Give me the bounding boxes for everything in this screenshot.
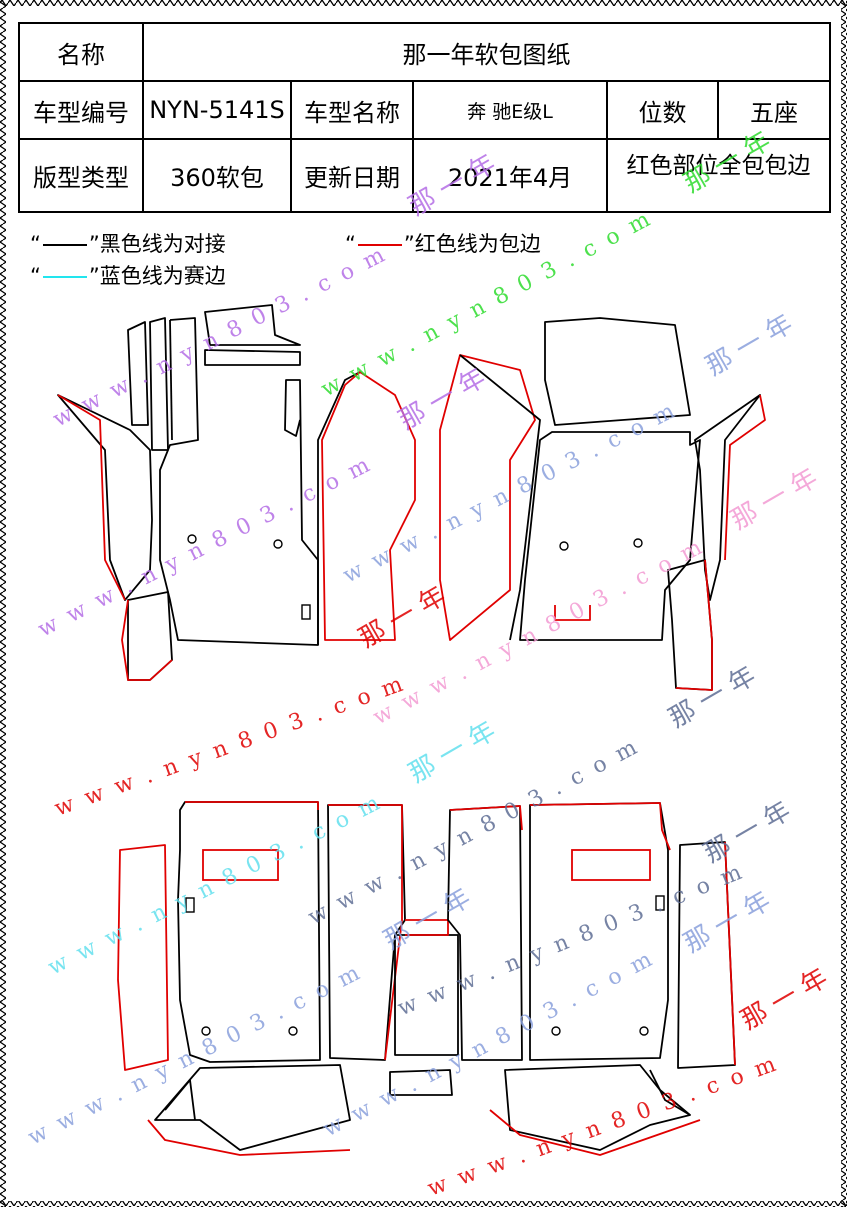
rear-center-left-edge [328, 804, 403, 1061]
rear-center-right-edge [449, 805, 523, 831]
legend-red-label: 红色线为包边 [414, 232, 541, 256]
rear-bottom-left-piece [154, 1064, 351, 1151]
rear-bottom-right-piece [504, 1064, 691, 1151]
close-quote: ” [403, 232, 415, 256]
rear-right-pad [571, 849, 651, 881]
front-left-main-inner [169, 319, 173, 441]
front-left-hole-2 [273, 539, 283, 549]
legend-red: “ ”红色线为包边 [345, 232, 541, 256]
cyan-line-swatch [42, 276, 87, 278]
front-left-side-edge [57, 394, 126, 601]
front-center-right-inner [459, 354, 541, 641]
rear-left-side-piece [117, 844, 169, 1071]
name-label: 名称 [18, 22, 144, 82]
update-value: 2021年4月 [412, 138, 608, 213]
rear-left-hole [201, 1026, 211, 1036]
update-label: 更新日期 [290, 138, 414, 213]
plate-type-label: 版型类型 [18, 138, 144, 213]
front-right-main-mat [519, 431, 701, 641]
rear-bottom-right-inner [649, 1069, 691, 1116]
front-right-slot [554, 605, 591, 621]
front-left-narrow-strip-1 [127, 321, 149, 426]
note-cell: 红色部位全包包边 [606, 138, 831, 213]
rear-left-top-edge [185, 801, 319, 810]
seats-label: 位数 [606, 80, 719, 140]
front-right-side-piece [694, 394, 761, 601]
rear-tunnel-base [389, 1069, 453, 1096]
model-name-label: 车型名称 [290, 80, 414, 140]
rear-right-side-edge [724, 841, 736, 1066]
name-value: 那一年软包图纸 [142, 22, 831, 82]
rear-right-hole [551, 1026, 561, 1036]
front-right-hole [559, 541, 569, 551]
legend-cyan: “ ”蓝色线为赛边 [30, 264, 226, 288]
close-quote: ” [88, 232, 100, 256]
rear-right-hole-2 [639, 1026, 649, 1036]
front-right-top-mat [544, 317, 691, 426]
front-left-lower-edge [121, 599, 173, 681]
front-left-side-piece [57, 394, 153, 601]
open-quote: “ [30, 232, 41, 256]
open-quote: “ [30, 264, 41, 288]
legend-cyan-label: 蓝色线为赛边 [99, 264, 226, 288]
legend-black-label: 黑色线为对接 [99, 232, 226, 256]
rear-left-slot [185, 897, 195, 913]
front-left-tunnel-piece [317, 371, 361, 645]
legend-black: “ ”黑色线为对接 [30, 232, 226, 256]
front-left-top-piece [204, 304, 301, 346]
model-name-value: 奔 驰E级L [412, 80, 608, 140]
front-right-side-edge [724, 394, 766, 561]
rear-left-hole-2 [288, 1026, 298, 1036]
rear-bottom-right-edge [489, 1109, 701, 1156]
rear-bottom-left-inner [164, 1079, 196, 1121]
rear-tunnel-cap [405, 919, 449, 936]
front-left-top-strip [204, 349, 301, 366]
rear-left-pad [202, 849, 279, 881]
black-line-swatch [42, 244, 87, 246]
rear-right-top-edge [529, 802, 671, 851]
front-left-main-mat [159, 317, 319, 646]
front-center-left-piece [321, 371, 416, 641]
model-no-value: NYN-5141S [142, 80, 292, 140]
front-right-hole-2 [633, 538, 643, 548]
model-no-label: 车型编号 [18, 80, 144, 140]
close-quote: ” [88, 264, 100, 288]
open-quote: “ [345, 232, 356, 256]
seats-value: 五座 [717, 80, 831, 140]
front-center-right-piece [439, 354, 536, 641]
red-line-swatch [357, 244, 402, 246]
front-left-slot [301, 604, 311, 620]
spec-table: 名称 那一年软包图纸 车型编号 NYN-5141S 车型名称 奔 驰E级L 位数… [18, 22, 831, 213]
rear-right-slot [655, 895, 665, 911]
front-right-lower-edge [675, 559, 713, 691]
rear-bottom-left-edge [147, 1119, 351, 1156]
front-left-hole [187, 534, 197, 544]
plate-type-value: 360软包 [142, 138, 292, 213]
